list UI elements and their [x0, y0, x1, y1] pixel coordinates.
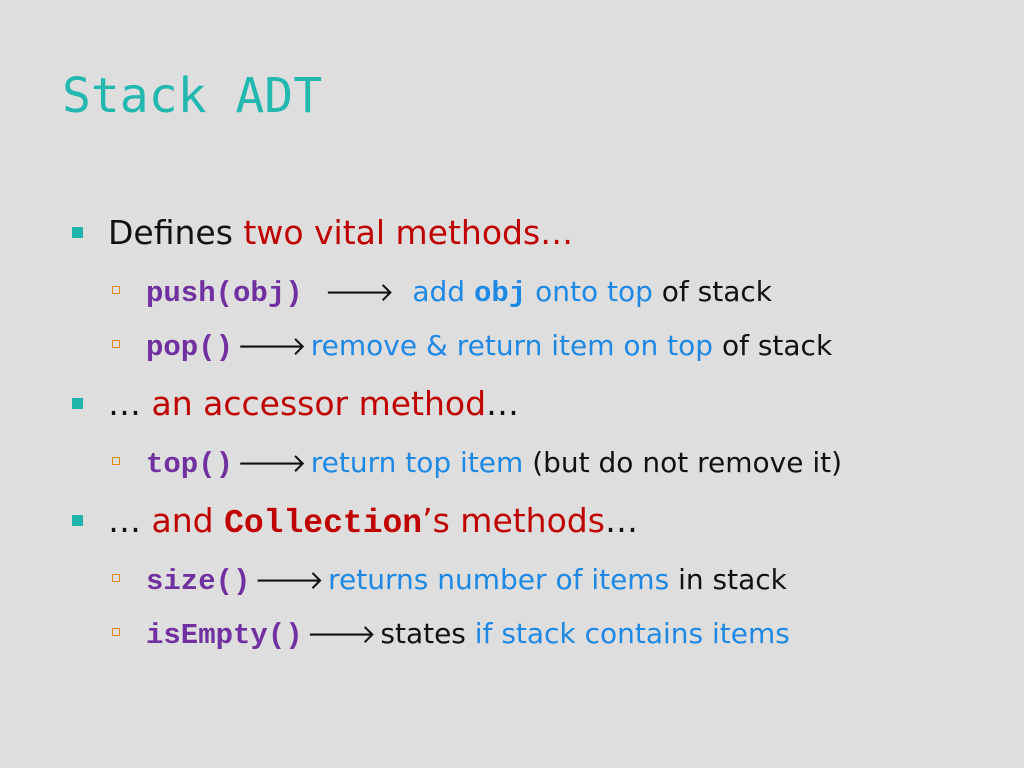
- method-name: top(): [146, 448, 234, 481]
- sub-bullet-text: top()🡒return top item (but do not remove…: [146, 436, 842, 492]
- bullet-prefix: Defines: [108, 213, 244, 252]
- inline-code: Collection: [224, 505, 423, 542]
- square-bullet-icon: [72, 227, 83, 238]
- sub-bullet-text: push(obj) 🡒 add obj onto top of stack: [146, 265, 772, 321]
- bullet-accessor-method: … an accessor method…: [0, 376, 1024, 432]
- bullet-collection-methods: … and Collection’s methods…: [0, 493, 1024, 549]
- bullet-defines-methods: Defines two vital methods…: [0, 205, 1024, 261]
- hollow-square-bullet-icon: [112, 286, 120, 294]
- method-description: if stack contains items: [474, 617, 790, 650]
- method-lead: states: [380, 617, 475, 650]
- method-description: return top item: [310, 446, 524, 479]
- right-arrow-icon: 🡒: [324, 278, 395, 308]
- bullet-highlight: two vital methods…: [243, 213, 574, 252]
- sub-bullet-push: push(obj) 🡒 add obj onto top of stack: [0, 265, 1024, 319]
- bullet-highlight: and: [151, 501, 225, 540]
- method-description: add: [412, 275, 474, 308]
- hollow-square-bullet-icon: [112, 574, 120, 582]
- sub-bullet-text: isEmpty()🡒states if stack contains items: [146, 607, 790, 663]
- right-arrow-icon: 🡒: [237, 449, 307, 479]
- square-bullet-icon: [72, 515, 83, 526]
- method-description: returns number of items: [328, 563, 670, 596]
- sub-bullet-top: top()🡒return top item (but do not remove…: [0, 436, 1024, 490]
- method-name: pop(): [146, 331, 234, 364]
- hollow-square-bullet-icon: [112, 457, 120, 465]
- inline-code: obj: [473, 277, 527, 310]
- method-tail: of stack: [652, 275, 772, 308]
- bullet-highlight: an accessor method: [151, 384, 487, 423]
- method-description-cont: onto top: [526, 275, 653, 308]
- method-description: remove & return item on top: [310, 329, 714, 362]
- right-arrow-icon: 🡒: [306, 620, 377, 650]
- bullet-highlight-cont: ’s methods: [422, 501, 605, 540]
- hollow-square-bullet-icon: [112, 340, 120, 348]
- sub-bullet-isempty: isEmpty()🡒states if stack contains items: [0, 607, 1024, 661]
- sub-bullet-text: size()🡒returns number of items in stack: [146, 553, 787, 609]
- bullet-prefix: …: [108, 501, 152, 540]
- bullet-list: Defines two vital methods… push(obj) 🡒 add…: [0, 205, 1024, 661]
- method-tail: (but do not remove it): [523, 446, 843, 479]
- right-arrow-icon: 🡒: [237, 332, 307, 362]
- bullet-text: … an accessor method…: [108, 376, 519, 432]
- sub-bullet-size: size()🡒returns number of items in stack: [0, 553, 1024, 607]
- right-arrow-icon: 🡒: [254, 566, 325, 596]
- method-name: isEmpty(): [146, 619, 303, 652]
- sub-bullet-text: pop()🡒remove & return item on top of sta…: [146, 319, 832, 375]
- bullet-text: … and Collection’s methods…: [108, 493, 638, 552]
- bullet-text: Defines two vital methods…: [108, 205, 573, 261]
- slide-title: Stack ADT: [62, 68, 323, 124]
- method-tail: in stack: [669, 563, 787, 596]
- bullet-suffix: …: [486, 384, 520, 423]
- hollow-square-bullet-icon: [112, 628, 120, 636]
- method-tail: of stack: [713, 329, 833, 362]
- method-name: push(obj): [146, 277, 303, 310]
- bullet-prefix: …: [108, 384, 152, 423]
- method-name: size(): [146, 565, 251, 598]
- square-bullet-icon: [72, 398, 83, 409]
- sub-bullet-pop: pop()🡒remove & return item on top of sta…: [0, 319, 1024, 373]
- bullet-suffix: …: [604, 501, 638, 540]
